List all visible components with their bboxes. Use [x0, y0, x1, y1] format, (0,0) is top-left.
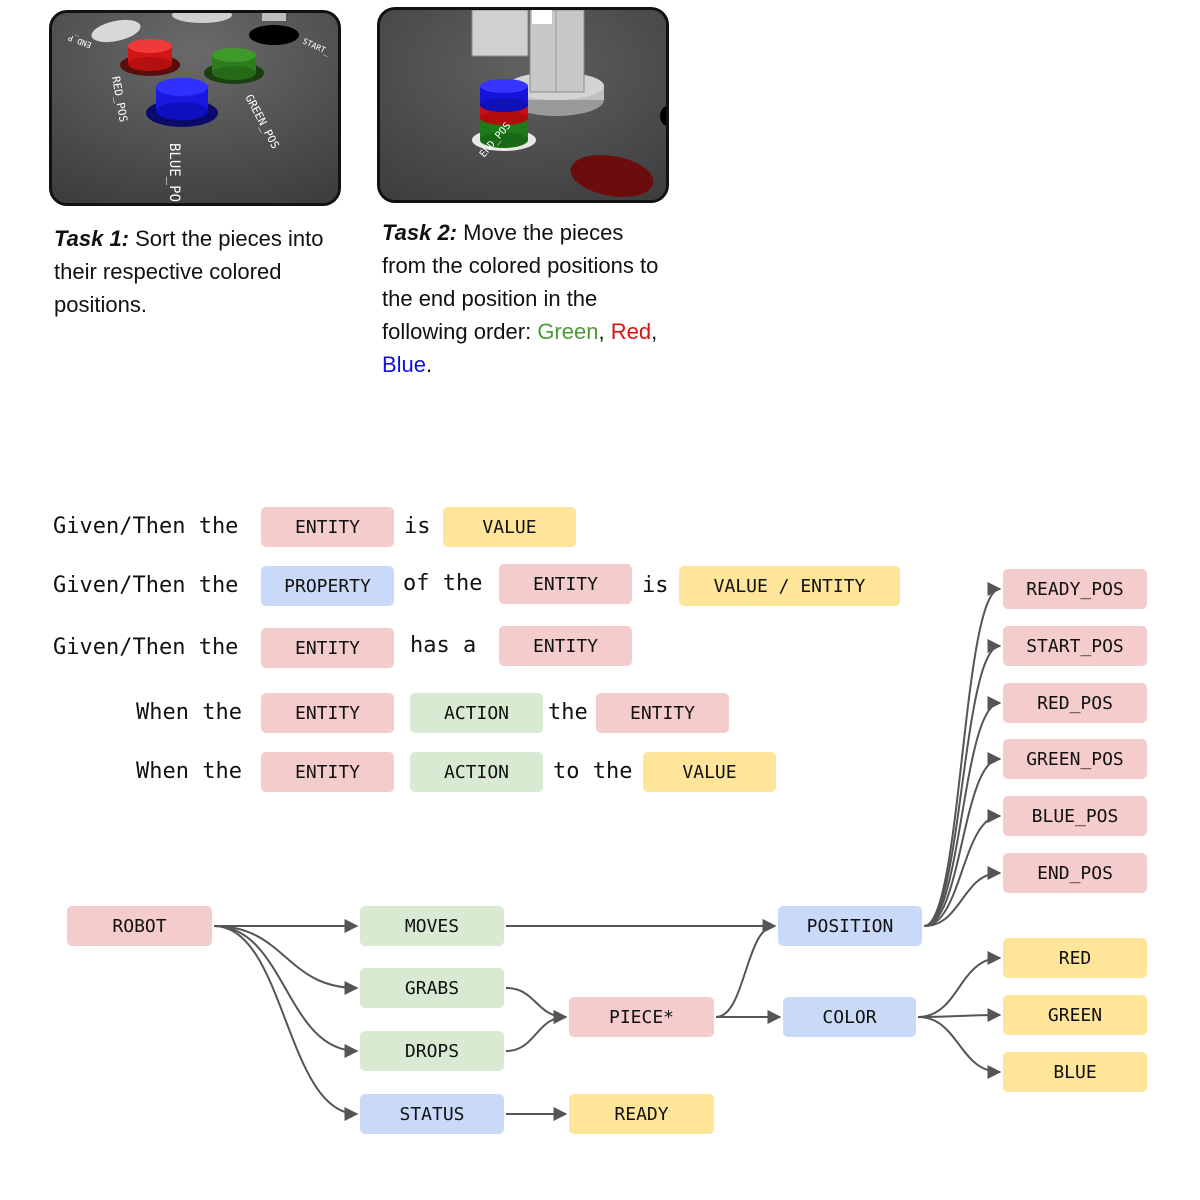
row3-entity-tag-1: ENTITY — [261, 628, 394, 668]
task1-render-image: END_P START_ RED_POS GREEN_POS BLUE_PO — [49, 10, 341, 206]
row4-action-tag: ACTION — [410, 693, 543, 733]
edge-piece-to-position — [715, 919, 777, 1018]
label-blue-po: BLUE_PO — [166, 143, 182, 202]
task2-caption: Task 2: Move the pieces from the colored… — [382, 216, 672, 381]
task1-text: Sort the pieces into their respective co… — [54, 226, 324, 317]
node-red-pos: RED_POS — [1003, 683, 1147, 723]
edge-drops-to-piece — [505, 1010, 568, 1052]
task2-text: Move the pieces from the colored positio… — [382, 220, 659, 344]
row2-given-then: Given/Then the — [53, 573, 239, 598]
row2-value-entity-tag: VALUE / ENTITY — [679, 566, 900, 606]
node-moves: MOVES — [360, 906, 504, 946]
node-position: POSITION — [778, 906, 922, 946]
node-end-pos: END_POS — [1003, 853, 1147, 893]
white-pad — [91, 19, 141, 43]
row2-of-the: of the — [403, 571, 483, 596]
edge-position-to-green_pos — [923, 752, 1002, 927]
order-red: Red — [610, 319, 652, 344]
edge-position-to-red_pos — [923, 696, 1002, 927]
row5-to-the: to the — [553, 759, 633, 784]
node-ready-pos: READY_POS — [1003, 569, 1147, 609]
edge-color-to-blue — [917, 1016, 1002, 1079]
row2-is: is — [642, 573, 669, 598]
row3-has-a: has a — [410, 633, 477, 658]
row4-when-the: When the — [136, 700, 242, 725]
node-start-pos: START_POS — [1003, 626, 1147, 666]
black-pad — [249, 25, 299, 45]
edge-position-to-end_pos — [923, 866, 1002, 927]
order-sep-1: , — [598, 319, 611, 344]
red-pad — [570, 154, 654, 198]
edge-position-to-ready_pos — [923, 582, 1002, 927]
task1-lead: Task 1: — [54, 226, 130, 251]
row1-value-tag: VALUE — [443, 507, 576, 547]
node-blue: BLUE — [1003, 1052, 1147, 1092]
edge-position-to-blue_pos — [923, 809, 1002, 927]
order-sep-2: , — [651, 319, 658, 344]
task2-render-image: END_POS — [377, 7, 669, 203]
row2-property-tag: PROPERTY — [261, 566, 394, 606]
node-blue-pos: BLUE_POS — [1003, 796, 1147, 836]
edge-grabs-to-piece — [505, 987, 568, 1024]
task1-caption: Task 1: Sort the pieces into their respe… — [54, 222, 324, 321]
row1-is: is — [404, 514, 431, 539]
node-grabs: GRABS — [360, 968, 504, 1008]
row1-given-then: Given/Then the — [53, 514, 239, 539]
row1-entity-tag: ENTITY — [261, 507, 394, 547]
node-ready: READY — [569, 1094, 714, 1134]
row5-entity-tag: ENTITY — [261, 752, 394, 792]
row4-the: the — [548, 700, 588, 725]
node-green-pos: GREEN_POS — [1003, 739, 1147, 779]
row5-value-tag: VALUE — [643, 752, 776, 792]
row5-action-tag: ACTION — [410, 752, 543, 792]
node-color: COLOR — [783, 997, 916, 1037]
order-green: Green — [537, 319, 599, 344]
edge-color-to-green — [917, 1008, 1002, 1023]
node-status: STATUS — [360, 1094, 504, 1134]
node-robot: ROBOT — [67, 906, 212, 946]
edge-robot-to-grabs — [213, 925, 359, 995]
task2-lead: Task 2: — [382, 220, 458, 245]
node-drops: DROPS — [360, 1031, 504, 1071]
edge-color-to-red — [917, 951, 1002, 1018]
edge-position-to-start_pos — [923, 639, 1002, 927]
row3-given-then: Given/Then the — [53, 635, 239, 660]
row4-entity-tag-2: ENTITY — [596, 693, 729, 733]
edge-robot-to-drops — [213, 925, 359, 1058]
edge-robot-to-status — [213, 925, 359, 1121]
node-green: GREEN — [1003, 995, 1147, 1035]
row2-entity-tag: ENTITY — [499, 564, 632, 604]
node-red: RED — [1003, 938, 1147, 978]
order-end: . — [426, 352, 433, 377]
row4-entity-tag-1: ENTITY — [261, 693, 394, 733]
node-piece: PIECE* — [569, 997, 714, 1037]
row3-entity-tag-2: ENTITY — [499, 626, 632, 666]
order-blue: Blue — [382, 352, 427, 377]
row5-when-the: When the — [136, 759, 242, 784]
